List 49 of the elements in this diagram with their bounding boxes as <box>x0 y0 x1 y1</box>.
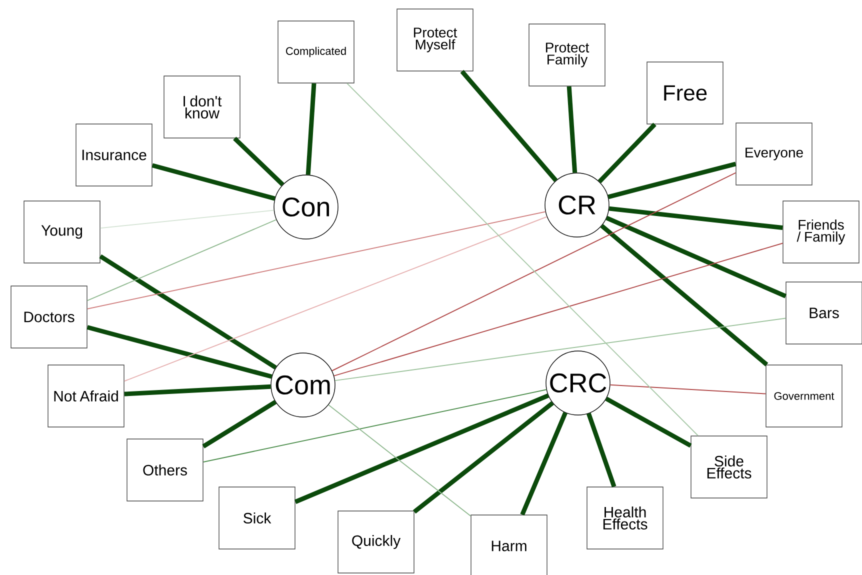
connection-line <box>610 384 766 394</box>
connection-line <box>566 86 578 173</box>
word-box: Bars <box>786 282 862 344</box>
connection-line <box>294 393 550 504</box>
word-box: Free <box>646 62 724 124</box>
connection-line <box>598 122 656 184</box>
connection-line <box>328 404 472 517</box>
word-box: Everyone <box>736 122 812 186</box>
connection-line <box>334 318 786 382</box>
connection-line <box>124 384 271 396</box>
connection-line <box>202 389 547 462</box>
word-box: Health Effects <box>586 486 664 550</box>
connection-line <box>586 412 616 488</box>
connection-line <box>86 211 546 310</box>
connection-line <box>605 396 692 448</box>
word-box: Insurance <box>76 124 152 186</box>
word-box: Harm <box>470 514 548 575</box>
connection-line <box>334 242 784 376</box>
connection-line <box>99 254 277 370</box>
word-box: Quickly <box>338 510 414 574</box>
connection-line <box>332 172 736 372</box>
connection-line <box>86 325 272 379</box>
connection-line <box>233 136 284 186</box>
word-box: Protect Myself <box>396 8 474 72</box>
word-box: Government <box>766 364 842 428</box>
word-box: Young <box>24 200 100 264</box>
connection-line <box>412 401 554 514</box>
connection-line <box>86 219 277 302</box>
word-box: Complicated <box>278 20 354 84</box>
word-box: Friends / Family <box>782 200 860 264</box>
connection-line <box>600 224 768 366</box>
connection-line <box>152 163 276 201</box>
word-box: I don't know <box>164 76 240 138</box>
word-box: Doctors <box>10 286 88 348</box>
connection-line <box>460 70 558 182</box>
connection-line <box>606 216 787 298</box>
word-box: Not Afraid <box>48 364 124 428</box>
word-box: Side Effects <box>690 436 768 498</box>
word-box: Protect Family <box>528 24 606 86</box>
connection-line <box>100 210 274 229</box>
word-box: Others <box>126 438 204 502</box>
connection-line <box>202 400 277 448</box>
connection-line <box>520 412 568 516</box>
word-box: Sick <box>218 486 296 550</box>
connection-line <box>608 206 783 230</box>
connection-line <box>124 216 548 382</box>
connection-line <box>608 162 736 200</box>
connection-line <box>306 83 316 175</box>
connection-line <box>346 82 698 436</box>
